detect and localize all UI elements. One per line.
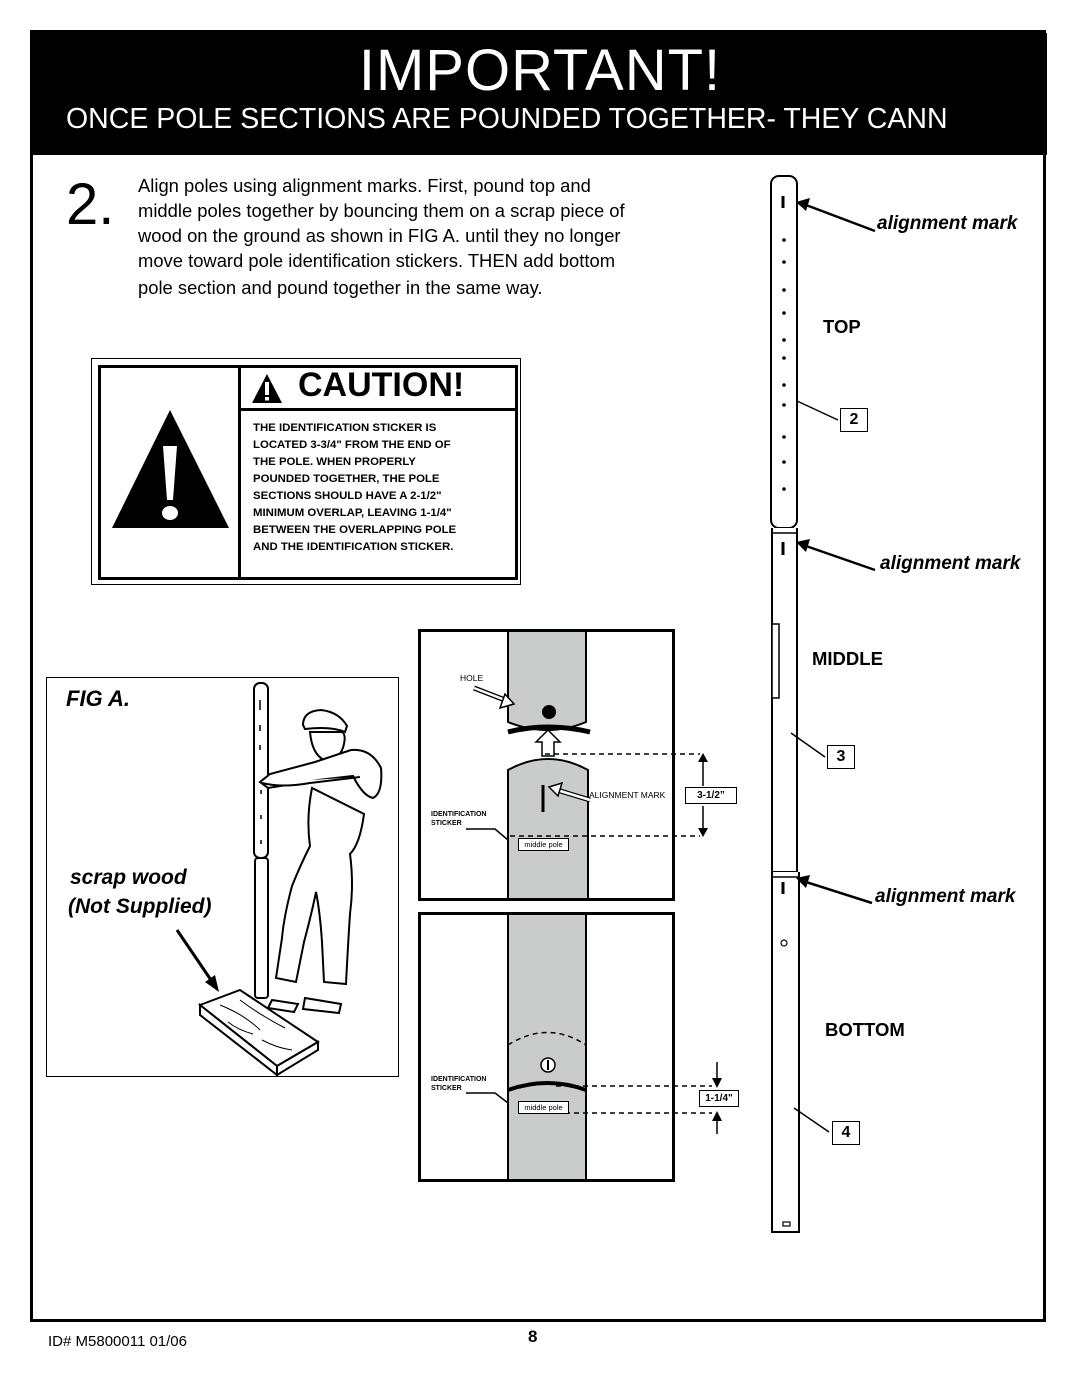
caution-text: THE IDENTIFICATION STICKER IS LOCATED 3-… (253, 420, 515, 556)
caution-title: CAUTION! (298, 366, 465, 404)
alignment-mark-label-1: alignment mark (877, 213, 1018, 234)
banner-subtitle: ONCE POLE SECTIONS ARE POUNDED TOGETHER-… (66, 103, 948, 135)
scrap-wood-board (197, 988, 320, 1078)
caution-line: MINIMUM OVERLAP, LEAVING 1-1/4" (253, 507, 452, 519)
id-sticker-label-top-1: IDENTIFICATION (431, 811, 487, 818)
caution-title-rule (241, 408, 518, 411)
banner-title: IMPORTANT! (358, 38, 722, 103)
top-pole (770, 175, 798, 529)
caution-line: AND THE IDENTIFICATION STICKER. (253, 541, 454, 553)
id-sticker-label-top-2: STICKER (431, 820, 462, 827)
caution-box (91, 358, 521, 585)
alignment-mark-label-2: alignment mark (880, 553, 1021, 574)
fig-a-box (46, 677, 399, 1077)
step-number: 2. (66, 172, 115, 237)
not-supplied-label: (Not Supplied) (68, 895, 212, 918)
fig-a-label: FIG A. (66, 686, 130, 711)
detail-panel-top (418, 629, 675, 901)
top-pole-label: TOP (823, 316, 861, 337)
measure-3-1-2: 3-1/2” (685, 787, 737, 804)
id-sticker-label-bottom-1: IDENTIFICATION (431, 1076, 487, 1083)
alignment-mark-label-3: alignment mark (875, 886, 1016, 907)
caution-line: SECTIONS SHOULD HAVE A 2-1/2" (253, 490, 442, 502)
step-line-2: middle poles together by bouncing them o… (138, 200, 625, 221)
middle-pole-sticker-bottom: middle pole (518, 1101, 569, 1114)
caution-line: POUNDED TOGETHER, THE POLE (253, 473, 440, 485)
id-sticker-label-bottom-2: STICKER (431, 1085, 462, 1092)
hole-icon (542, 705, 556, 719)
scrap-arrow (175, 929, 215, 984)
step-line-1: Align poles using alignment marks. First… (138, 175, 591, 196)
middle-pole-label: MIDDLE (812, 648, 883, 669)
bottom-pole (771, 872, 800, 1233)
bottom-pole-label: BOTTOM (825, 1019, 905, 1040)
page-number: 8 (528, 1327, 538, 1346)
pole-hole-dots (782, 238, 786, 491)
caution-line: THE IDENTIFICATION STICKER IS (253, 422, 437, 434)
step-line-3: wood on the ground as shown in FIG A. un… (138, 225, 621, 246)
middle-pole (771, 528, 798, 873)
step-line-5: pole section and pound together in the s… (138, 277, 543, 298)
page-frame (30, 30, 1046, 1322)
part-number-bottom: 4 (832, 1121, 860, 1145)
insert-arrow-icon (534, 728, 562, 757)
part-number-middle: 3 (827, 745, 855, 769)
small-warning-triangle-icon (252, 374, 282, 403)
document-id: ID# M5800011 01/06 (48, 1333, 187, 1350)
part-number-top: 2 (840, 408, 868, 432)
middle-pole-sticker-top: middle pole (518, 838, 569, 851)
hole-label: HOLE (460, 673, 484, 683)
alignment-mark-label: ALIGNMENT MARK (589, 790, 666, 800)
step-line-4: move toward pole identification stickers… (138, 250, 616, 271)
caution-divider (238, 365, 241, 580)
caution-line: LOCATED 3-3/4" FROM THE END OF (253, 439, 451, 451)
important-banner: IMPORTANT! ONCE POLE SECTIONS ARE POUNDE… (33, 33, 1047, 155)
caution-line: BETWEEN THE OVERLAPPING POLE (253, 524, 457, 536)
caution-inner-border (98, 365, 518, 580)
pole-illustration (253, 682, 269, 999)
man-illustration (258, 708, 383, 1015)
scrap-wood-label: scrap wood (70, 866, 187, 889)
measure-1-1-4: 1-1/4" (699, 1090, 739, 1107)
warning-triangle-icon (112, 410, 229, 528)
caution-line: THE POLE. WHEN PROPERLY (253, 456, 416, 468)
